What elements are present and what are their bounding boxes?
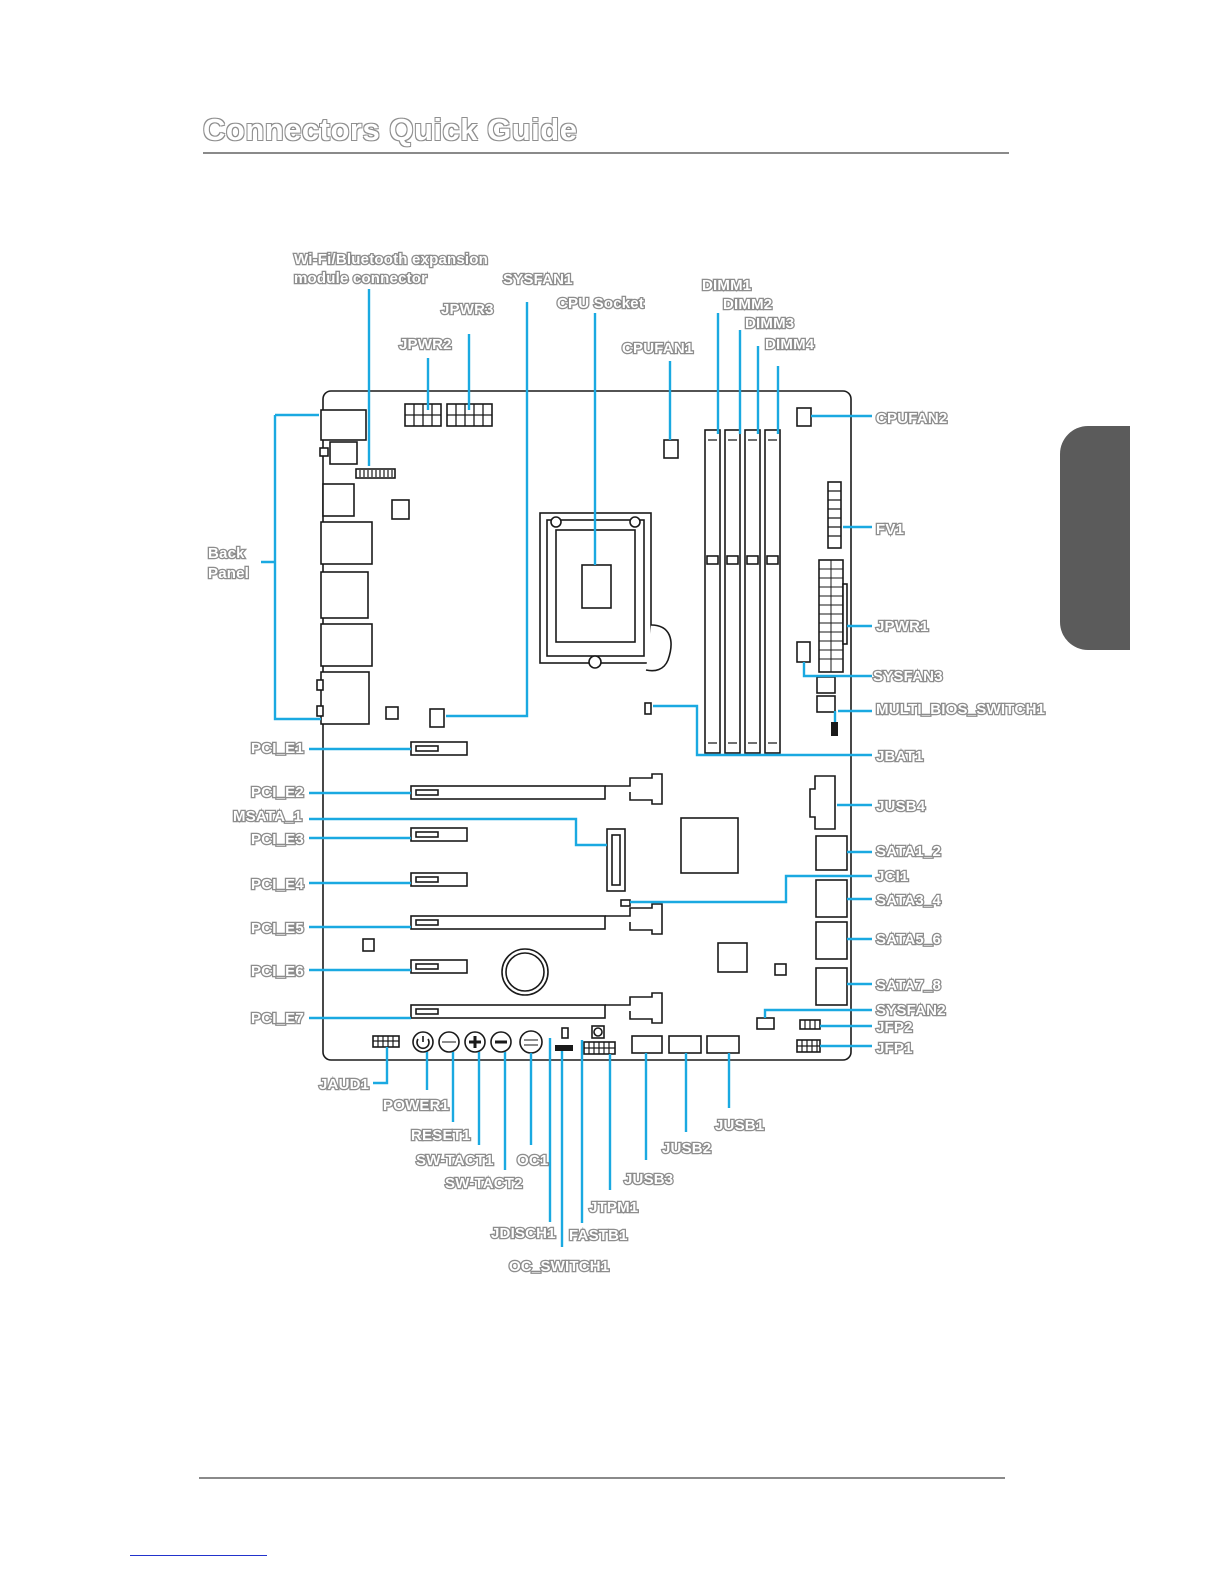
label-cpufan1: CPUFAN1 — [622, 340, 693, 357]
label-power1: POWER1 — [383, 1097, 449, 1114]
label-reset1: RESET1 — [411, 1127, 471, 1144]
footer-rule — [199, 1477, 1005, 1479]
label-dimm2: DIMM2 — [723, 296, 772, 313]
label-wifi-bt-line1: Wi-Fi/Bluetooth expansion — [294, 251, 488, 268]
pcie-slots — [410, 741, 663, 1024]
label-jpwr1: JPWR1 — [876, 618, 929, 635]
jusb2-header — [668, 1035, 702, 1054]
label-back-panel-line1: Back — [208, 545, 245, 562]
label-oc1: OC1 — [517, 1152, 548, 1169]
jusb3-header — [631, 1035, 663, 1054]
cpufan2-header — [796, 407, 812, 427]
sata1-2-port — [815, 835, 848, 871]
sata7-8-port — [815, 967, 848, 1006]
label-jbat1: JBAT1 — [876, 748, 923, 765]
io-chip — [717, 942, 748, 973]
label-jdisch1: JDISCH1 — [491, 1225, 556, 1242]
cmos-battery — [501, 948, 549, 996]
leader-lines — [261, 289, 872, 1247]
label-dimm3: DIMM3 — [745, 315, 794, 332]
label-jusb1: JUSB1 — [715, 1117, 764, 1134]
label-sysfan2: SYSFAN2 — [876, 1002, 946, 1019]
label-jci1: JCI1 — [876, 868, 909, 885]
msata-slot — [606, 828, 626, 892]
label-pci-e2: PCI_E2 — [251, 784, 304, 801]
label-jpwr3: JPWR3 — [441, 301, 494, 318]
cpu-socket — [539, 512, 672, 672]
label-pci-e7: PCI_E7 — [251, 1010, 304, 1027]
label-jfp1: JFP1 — [876, 1040, 913, 1057]
jpwr2-connector — [404, 403, 442, 427]
label-pci-e5: PCI_E5 — [251, 920, 304, 937]
label-dimm1: DIMM1 — [702, 277, 751, 294]
chipset — [680, 817, 739, 874]
jtpm1-header — [583, 1041, 616, 1055]
dimm-slots — [704, 429, 781, 754]
connector-labels: Wi-Fi/Bluetooth expansion module connect… — [207, 250, 1047, 1277]
label-cpu-socket: CPU Socket — [557, 295, 644, 312]
label-pci-e6: PCI_E6 — [251, 963, 304, 980]
jusb4-connector — [809, 775, 836, 830]
label-wifi-bt-line2: module connector — [294, 270, 427, 287]
label-multi-bios-switch: MULTI_BIOS_SWITCH1 — [876, 701, 1045, 718]
label-pci-e1: PCI_E1 — [251, 740, 304, 757]
onboard-buttons — [412, 1030, 543, 1054]
sysfan1-header — [429, 708, 445, 728]
label-msata: MSATA_1 — [233, 808, 302, 825]
oc-switch — [555, 1045, 573, 1051]
fastb1-button — [591, 1025, 605, 1039]
label-dimm4: DIMM4 — [765, 336, 815, 353]
footer-link-underline — [130, 1555, 267, 1556]
chip-tiny-2 — [774, 963, 787, 976]
jbat1-jumper — [644, 702, 652, 715]
jfp2-header — [799, 1019, 821, 1030]
cpufan1-header — [663, 439, 679, 459]
label-cpufan2: CPUFAN2 — [876, 410, 947, 427]
label-jusb3: JUSB3 — [624, 1171, 673, 1188]
label-sw-tact1: SW-TACT1 — [416, 1152, 494, 1169]
fv1-header — [827, 481, 842, 549]
label-jfp2: JFP2 — [876, 1019, 913, 1036]
label-sata3-4: SATA3_4 — [876, 892, 941, 909]
chip-small — [391, 499, 410, 520]
jfp1-header — [796, 1039, 821, 1053]
label-jpwr2: JPWR2 — [399, 336, 452, 353]
jdisch1-jumper — [561, 1027, 569, 1039]
page-title: Connectors Quick Guide — [203, 112, 578, 147]
label-sw-tact2: SW-TACT2 — [445, 1175, 523, 1192]
label-fastb1: FASTB1 — [569, 1227, 628, 1244]
label-sata1-2: SATA1_2 — [876, 843, 941, 860]
label-fv1: FV1 — [876, 521, 904, 538]
label-jaud1: JAUD1 — [319, 1076, 369, 1093]
label-sata5-6: SATA5_6 — [876, 931, 941, 948]
chip-tiny — [385, 706, 399, 720]
jpwr1-connector — [818, 559, 848, 673]
side-thumb-tab — [1060, 426, 1130, 650]
bios-chip-1 — [816, 676, 836, 694]
label-back-panel-line2: Panel — [208, 565, 249, 582]
label-pci-e3: PCI_E3 — [251, 831, 304, 848]
label-jtpm1: JTPM1 — [589, 1199, 638, 1216]
label-jusb2: JUSB2 — [662, 1140, 711, 1157]
multi-bios-switch — [831, 722, 838, 736]
bios-chip-2 — [816, 695, 836, 713]
label-oc-switch1: OC_SWITCH1 — [509, 1258, 609, 1275]
sata5-6-port — [815, 921, 848, 960]
wifi-header — [355, 468, 396, 479]
chip-tiny-3 — [362, 938, 375, 952]
sysfan3-header — [796, 641, 811, 663]
label-sysfan3: SYSFAN3 — [873, 668, 943, 685]
label-sata7-8: SATA7_8 — [876, 977, 941, 994]
back-panel-ports — [316, 409, 373, 725]
sysfan2-header — [756, 1017, 775, 1030]
jaud1-header — [372, 1035, 400, 1048]
jusb1-header — [706, 1035, 740, 1054]
label-jusb4: JUSB4 — [876, 798, 926, 815]
title-rule — [203, 152, 1009, 154]
label-sysfan1: SYSFAN1 — [503, 271, 573, 288]
sata3-4-port — [815, 879, 848, 918]
jci1-header — [620, 899, 631, 907]
label-pci-e4: PCI_E4 — [251, 876, 304, 893]
